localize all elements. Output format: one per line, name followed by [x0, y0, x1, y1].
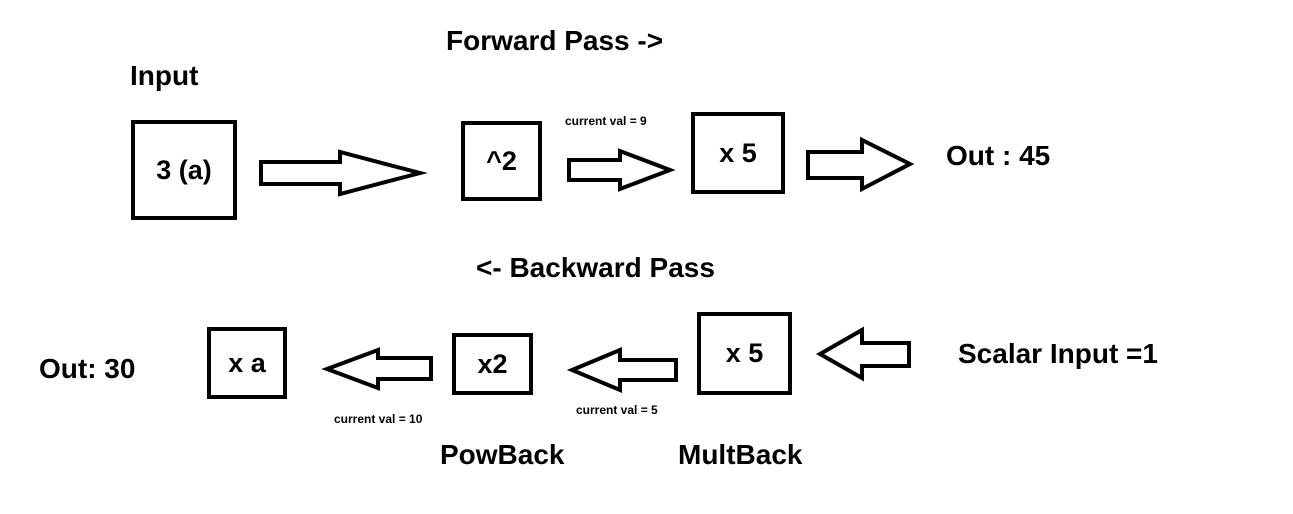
mult-back-label: MultBack [678, 439, 803, 470]
a-mult-label: x a [228, 347, 266, 378]
input-value: 3 (a) [156, 154, 212, 185]
backward-mult-box: x 5 [697, 312, 792, 395]
pow-back-box: x2 [452, 333, 533, 395]
forward-arrow-3 [806, 136, 915, 193]
backward-current-val-pow: current val = 10 [334, 412, 423, 426]
pow-back-label: PowBack [440, 439, 565, 470]
backward-mult-label: x 5 [725, 338, 764, 368]
scalar-input-label: Scalar Input =1 [958, 338, 1158, 369]
square-op-box: ^2 [461, 121, 542, 201]
backward-current-val-mult: current val = 5 [576, 403, 658, 417]
square-op-label: ^2 [486, 145, 517, 176]
backward-pass-title: <- Backward Pass [476, 252, 715, 283]
backward-arrow-3 [321, 347, 433, 391]
forward-arrow-2 [567, 148, 676, 192]
backward-arrow-1 [815, 326, 911, 382]
input-box: 3 (a) [131, 120, 237, 220]
input-label: Input [130, 60, 199, 91]
forward-mult-label: x 5 [719, 137, 757, 168]
forward-arrow-1 [259, 149, 428, 197]
forward-current-val: current val = 9 [565, 114, 647, 128]
forward-output: Out : 45 [946, 140, 1051, 171]
a-mult-box: x a [207, 327, 287, 399]
backward-arrow-2 [566, 347, 678, 393]
forward-pass-title: Forward Pass -> [446, 25, 664, 56]
forward-mult-box: x 5 [691, 112, 785, 194]
pow-back-op-label: x2 [477, 348, 508, 379]
backward-output: Out: 30 [39, 353, 136, 384]
